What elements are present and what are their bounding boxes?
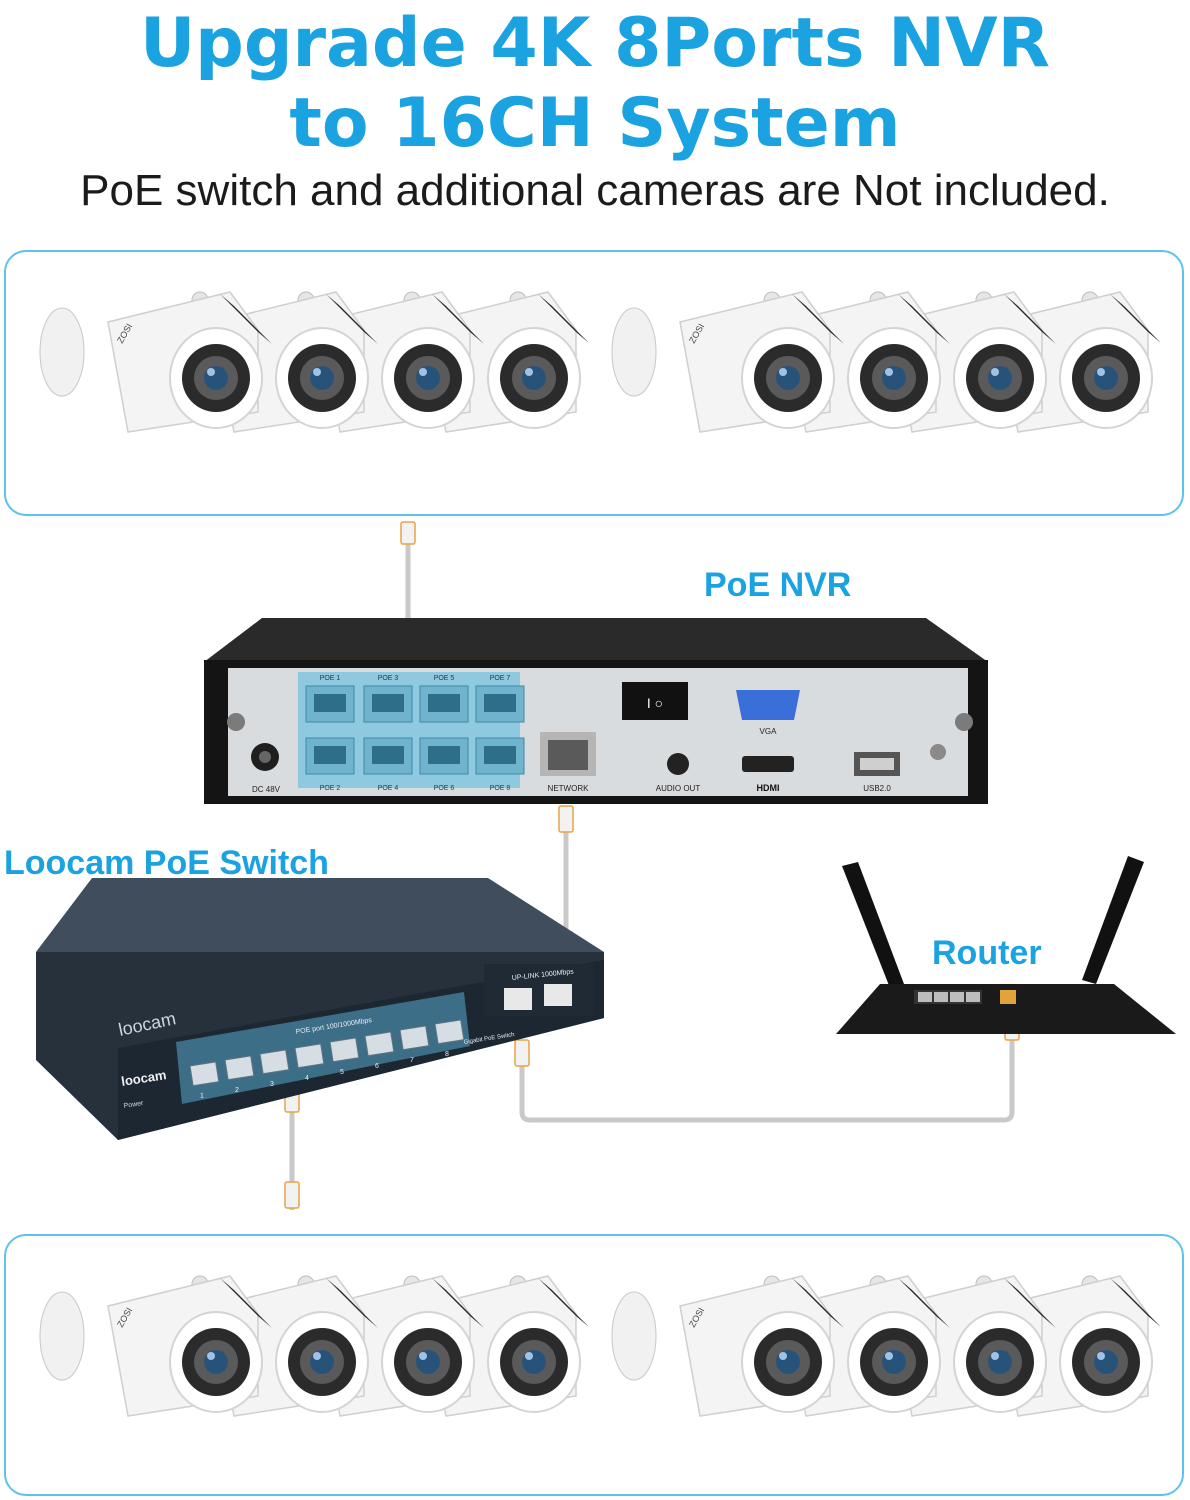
switch-port-number: 1 [200,1093,204,1100]
switch-port-number: 6 [375,1063,379,1070]
switch-power-label: Power [123,1100,144,1110]
power-switch-glyph: I ○ [647,695,663,711]
router-label: Router [932,934,1042,972]
bullet-camera: ZOSI [107,1275,272,1417]
poe-port-socket [428,746,460,764]
camera-mount [39,1291,85,1381]
power-switch [622,682,688,720]
switch-label: Loocam PoE Switch [4,844,329,882]
hdmi-label: HDMI [757,783,780,793]
poe-ports: POE 1 POE 3 POE 5 POE 7 POE 2 POE 4 POE 6 POE 8 [305,675,525,792]
network-label: NETWORK [548,784,590,793]
screw-icon [955,713,973,731]
uplink-panel [484,964,594,1016]
poe-port-label: POE 3 [378,675,399,682]
poe-port-socket [314,694,346,712]
camera-group-svg: ZOSI [611,291,1162,433]
switch-poe-port [399,1025,430,1051]
bullet-camera: ZOSI [679,291,844,433]
usb-label: USB2.0 [863,784,891,793]
uplink-port-2 [544,984,572,1006]
poe-port-socket [484,746,516,764]
switch-port-number: 3 [270,1081,274,1088]
camera-group-bottom-left: ZOSI [28,1236,590,1441]
router-wan-port [1000,990,1016,1004]
vga-port [736,690,800,720]
ground-icon [930,744,946,760]
poe-port-socket [372,694,404,712]
title-line-1: Upgrade 4K 8Ports NVR [139,4,1051,83]
switch-poe-port [189,1061,220,1087]
camera-group-svg: ZOSI [39,1275,590,1417]
switch-port-number: 8 [445,1051,449,1058]
poe-port-label: POE 2 [320,785,341,792]
switch-port-number: 5 [340,1069,344,1076]
switch-port-number: 2 [235,1087,239,1094]
camera-panel-bottom: ZOSI ZOSI [4,1234,1184,1496]
camera-group-top-right: ZOSI [600,252,1162,457]
poe-port-label: POE 6 [434,785,455,792]
camera-group-svg: ZOSI [611,1275,1162,1417]
poe-port-socket [484,694,516,712]
poe-port-socket [428,694,460,712]
dc-label: DC 48V [252,785,281,794]
switch-poe-port [364,1031,395,1057]
switch-brand-front: loocam [120,1067,167,1089]
poe-port-label: POE 5 [434,675,455,682]
camera-group-top-left: ZOSI [28,252,590,457]
uplink-port-1 [504,988,532,1010]
switch-poe-port [259,1049,290,1075]
camera-group-svg: ZOSI [39,291,590,433]
antenna-left [842,862,904,988]
poe-port-socket [372,746,404,764]
vga-label: VGA [760,727,778,736]
poe-port-socket [314,746,346,764]
cable-switch-to-router [519,1020,1015,1123]
poe-port-label: POE 1 [320,675,341,682]
camera-mount [611,1291,657,1381]
switch-poe-port [434,1019,465,1045]
switch-poe-port [329,1037,360,1063]
camera-panel-top: ZOSI ZOSI [4,250,1184,516]
switch-poe-port [224,1055,255,1081]
subtitle: PoE switch and additional cameras are No… [80,166,1110,215]
camera-mount [611,307,657,397]
screw-icon [227,713,245,731]
audio-out-port [667,753,689,775]
camera-mount [39,307,85,397]
hdmi-port [742,756,794,772]
bullet-camera: ZOSI [679,1275,844,1417]
poe-port-label: POE 4 [378,785,399,792]
camera-group-bottom-right: ZOSI [600,1236,1162,1441]
nvr-label: PoE NVR [704,566,852,604]
router [836,856,1176,1034]
bullet-camera: ZOSI [107,291,272,433]
title-line-2: to 16CH System [289,84,901,163]
antenna-right [1082,856,1144,984]
switch-port-number: 4 [305,1075,309,1082]
switch-poe-port [294,1043,325,1069]
poe-port-label: POE 8 [490,785,511,792]
audio-out-label: AUDIO OUT [656,784,701,793]
switch-poe-ports: 1 2 3 4 5 6 7 8 [189,1019,465,1100]
poe-port-label: POE 7 [490,675,511,682]
switch-port-number: 7 [410,1057,414,1064]
